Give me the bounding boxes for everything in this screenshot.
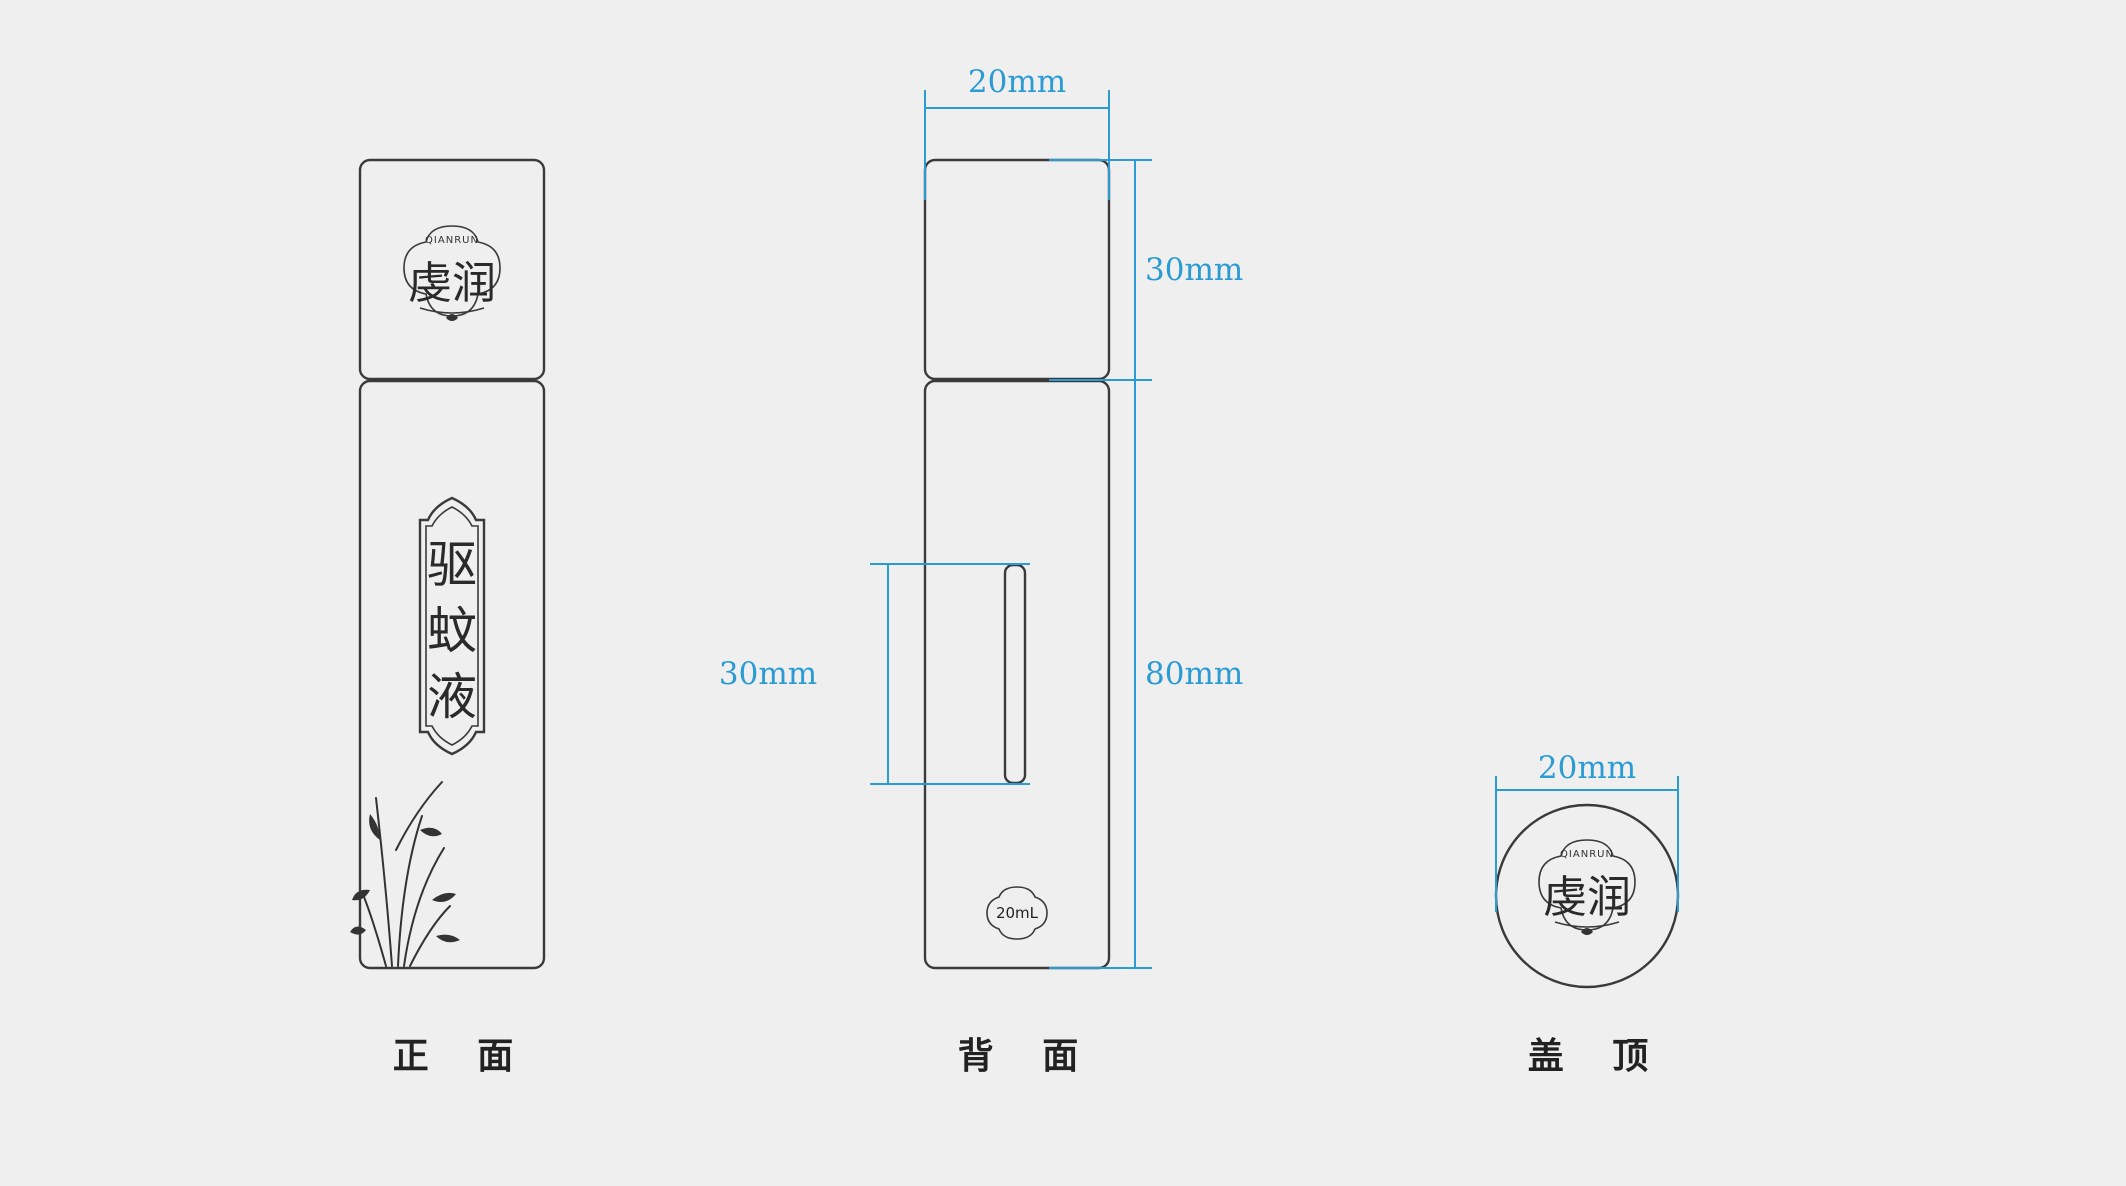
top-view: QIANRUN 虔润 20mm [1494,750,1680,989]
front-brand-logo: QIANRUN 虔润 [403,225,501,321]
front-logo-latin: QIANRUN [425,235,479,246]
top-logo-leaf-icon [1581,928,1593,935]
window-height-label: 30mm [719,656,817,692]
back-height-dimension: 30mm 80mm [1049,159,1243,969]
product-char-2: 蚊 [427,602,477,660]
back-width-dimension: 20mm [924,64,1110,200]
top-logo-brand-name: 虔润 [1543,872,1631,923]
product-char-1: 驱 [427,536,477,594]
product-char-3: 液 [427,668,477,726]
front-body-outline [358,379,546,970]
top-view-caption: 盖 顶 [1528,1035,1667,1077]
top-diameter-label: 20mm [1538,750,1636,786]
cap-height-label: 30mm [1145,252,1243,288]
front-logo-brand-name: 虔润 [408,258,496,309]
top-diameter-dimension: 20mm [1495,750,1679,912]
back-body-outline [923,379,1111,970]
top-logo-latin: QIANRUN [1560,849,1614,860]
back-viewing-window [1003,563,1027,785]
window-height-dimension: 30mm [719,563,1030,785]
front-logo-leaf-icon [446,314,458,321]
front-view-caption: 正 面 [393,1035,532,1077]
front-product-label: 驱 蚊 液 [418,496,486,756]
body-height-label: 80mm [1145,656,1243,692]
back-cap-outline [923,158,1111,381]
volume-badge-text: 20mL [996,904,1039,922]
back-width-label: 20mm [968,64,1066,100]
back-view-caption: 背 面 [958,1035,1097,1077]
front-view: QIANRUN 虔润 驱 蚊 液 [350,158,546,970]
volume-badge: 20mL [986,886,1048,940]
top-brand-logo: QIANRUN 虔润 [1538,839,1636,935]
orchid-illustration [350,781,460,967]
front-cap-outline [358,158,546,381]
back-view: 20mL 20mm 30mm 80mm 30mm [719,64,1243,970]
